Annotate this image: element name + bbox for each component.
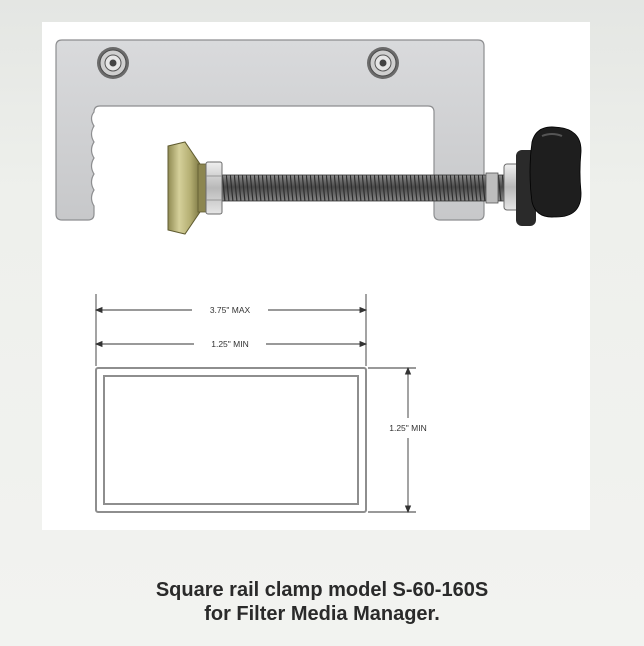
dimension-min-height xyxy=(368,366,416,514)
mounting-bolt-left xyxy=(97,47,129,79)
clamp-frame xyxy=(55,39,485,221)
min-height-label: 1.25" MIN xyxy=(389,423,427,433)
square-rail-section xyxy=(95,367,367,513)
dimension-max-width xyxy=(94,294,368,366)
caption-line-1: Square rail clamp model S-60-160S xyxy=(155,579,489,601)
figure-caption: Square rail clamp model S-60-160S for Fi… xyxy=(0,578,644,626)
dimension-min-width xyxy=(94,340,368,348)
mounting-bolt-right xyxy=(367,47,399,79)
tightening-knob xyxy=(503,126,582,226)
rod-collar xyxy=(485,172,499,204)
swivel-foot xyxy=(167,141,207,235)
jam-nut xyxy=(205,161,223,215)
diagram-panel: 3.75" MAX 1.25" MIN 1.25" MIN xyxy=(42,22,590,530)
clamp-diagram: 3.75" MAX 1.25" MIN 1.25" MIN xyxy=(55,39,582,514)
max-width-label: 3.75" MAX xyxy=(210,305,251,315)
min-width-label: 1.25" MIN xyxy=(211,339,249,349)
caption-line-2: for Filter Media Manager. xyxy=(204,603,440,625)
threaded-rod xyxy=(219,174,507,202)
